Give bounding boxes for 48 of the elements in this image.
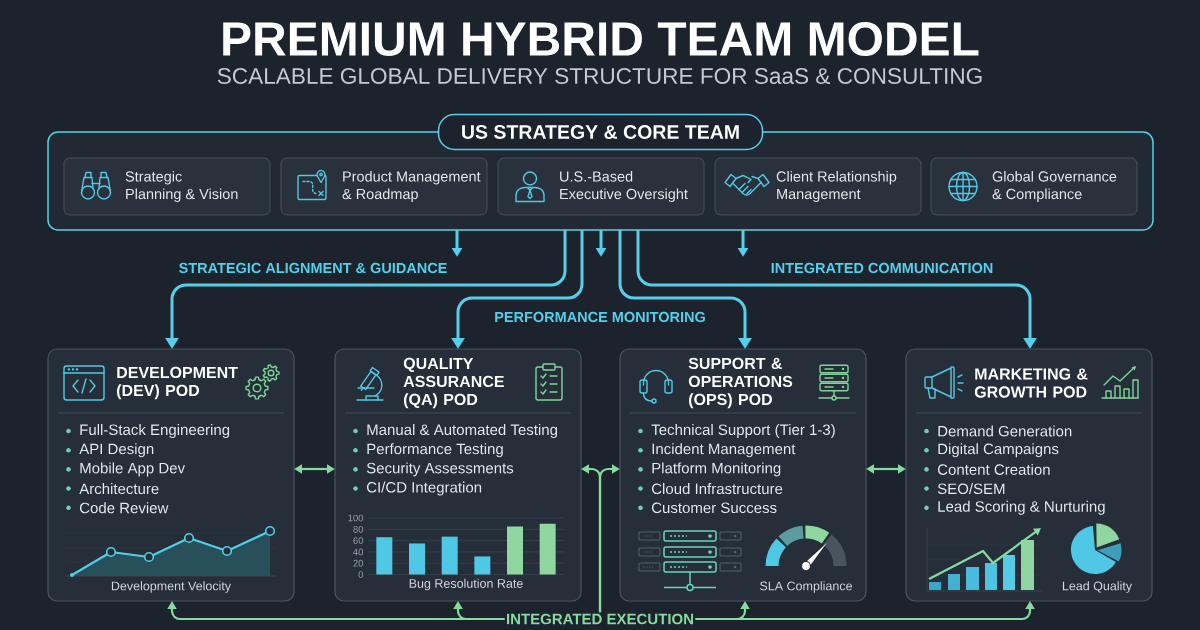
y-tick-label: 100 [348, 514, 364, 522]
role-card: U.S.-Based Executive Oversight [497, 157, 705, 216]
list-item: Digital Campaigns [938, 443, 1059, 458]
pod-title: MARKETING & GROWTH POD [974, 368, 1088, 398]
list-item: Lead Scoring & Nurturing [938, 500, 1105, 515]
chart-caption: Lead Quality [1062, 581, 1133, 593]
y-tick-label: 80 [353, 525, 364, 533]
role-card: Product Management & Roadmap [280, 157, 488, 216]
y-tick-label: 60 [353, 537, 364, 544]
text: Bug Resolution Rate [409, 578, 523, 591]
y-tick-label: 40 [353, 548, 364, 556]
list-item: Architecture [79, 483, 159, 495]
pod-title: DEVELOPMENT (DEV) POD [117, 366, 238, 400]
list-item: Manual & Automated Testing [367, 424, 557, 438]
title: PREMIUM HYBRID TEAM MODEL [223, 22, 979, 56]
role-card: Global Governance & Compliance [930, 157, 1138, 216]
pod-title: QUALITY ASSURANCE (QA) POD [403, 357, 504, 409]
list-item: Technical Support (Tier 1-3) [651, 424, 835, 438]
bar [441, 536, 458, 575]
list-item: SEO/SEM [937, 483, 1005, 495]
bar [409, 543, 426, 575]
list-item: Content Creation [938, 463, 1050, 475]
y-tick-label: 20 [353, 559, 364, 567]
list-item: Performance Testing [367, 443, 503, 458]
flow-label: INTEGRATED EXECUTION [507, 613, 693, 625]
list-item: Full-Stack Engineering [80, 424, 230, 438]
chart-caption: SLA Compliance [760, 581, 852, 593]
y-tick-label: 0 [358, 571, 364, 578]
list-item: API Design [79, 443, 154, 458]
role-card: Client Relationship Management [714, 157, 922, 216]
list-item: Security Assessments [366, 462, 514, 477]
bar [474, 556, 491, 575]
subtitle: SCALABLE GLOBAL DELIVERY STRUCTURE FOR SaaS & CONSULTING [217, 68, 982, 84]
list-item: Customer Success [651, 502, 777, 514]
list-item: Code Review [79, 502, 169, 514]
panel-heading: US STRATEGY & CORE TEAM [437, 113, 764, 151]
list-item: Mobile App Dev [80, 462, 185, 477]
role-card: Strategic Planning & Vision [63, 157, 271, 216]
bar [376, 537, 393, 575]
chart-caption: Development Velocity [111, 581, 232, 593]
list-item: Demand Generation [938, 425, 1072, 437]
pod-title: SUPPORT & OPERATIONS (OPS) POD [688, 357, 793, 409]
bar [507, 526, 523, 575]
list-item: Incident Management [652, 443, 796, 458]
list-item: Platform Monitoring [652, 462, 781, 477]
list-item: CI/CD Integration [366, 481, 482, 496]
list-item: Cloud Infrastructure [651, 483, 783, 495]
bar [539, 523, 556, 575]
